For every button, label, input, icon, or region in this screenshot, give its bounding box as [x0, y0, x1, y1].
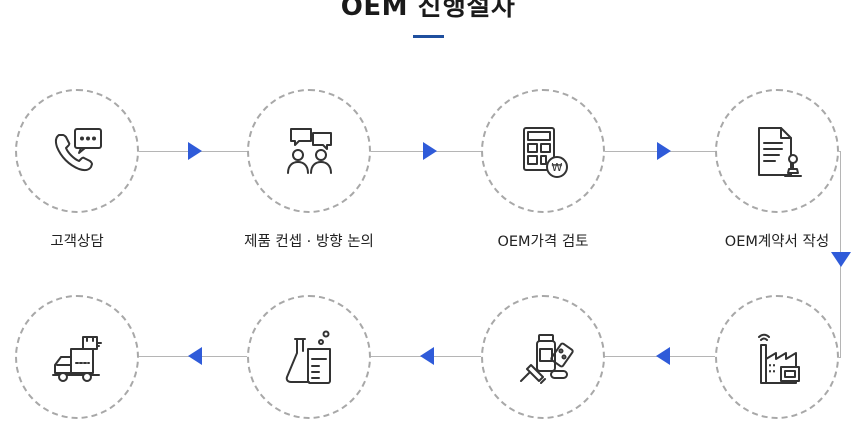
step-circle-1: [15, 89, 139, 213]
phone-chat-icon: [54, 128, 102, 172]
contract-stamp-icon: [758, 127, 802, 177]
discussion-people-icon: [287, 128, 332, 174]
step-circle-8: [15, 295, 139, 419]
step-circle-6: [481, 295, 605, 419]
arrow-left-icon: [420, 347, 434, 365]
step-label-4: OEM계약서 작성: [724, 234, 830, 250]
svg-text:₩: ₩: [552, 161, 563, 174]
arrow-down-icon: [831, 252, 851, 267]
step-label-3: OEM가격 검토: [497, 234, 589, 250]
calculator-won-icon: ₩: [523, 127, 568, 178]
lab-flask-icon: [285, 330, 331, 384]
arrow-right-icon: [423, 142, 437, 160]
arrow-right-icon: [188, 142, 202, 160]
title-underline: [413, 35, 444, 38]
factory-icon: [758, 333, 800, 384]
step-circle-4: [715, 89, 839, 213]
step-label-1: 고객상담: [50, 234, 104, 250]
step-circle-2: [247, 89, 371, 213]
arrow-left-icon: [656, 347, 670, 365]
step-circle-5: [715, 295, 839, 419]
delivery-truck-icon: [52, 336, 102, 382]
connector-line-4: [838, 151, 841, 152]
pills-syringe-icon: [520, 334, 574, 384]
step-label-2: 제품 컨셉 · 방향 논의: [244, 234, 374, 250]
connector-line-5: [837, 357, 841, 358]
step-circle-7: [247, 295, 371, 419]
arrow-left-icon: [188, 347, 202, 365]
page-title: OEM 진행절차: [340, 0, 516, 22]
step-circle-3: ₩: [481, 89, 605, 213]
arrow-right-icon: [657, 142, 671, 160]
